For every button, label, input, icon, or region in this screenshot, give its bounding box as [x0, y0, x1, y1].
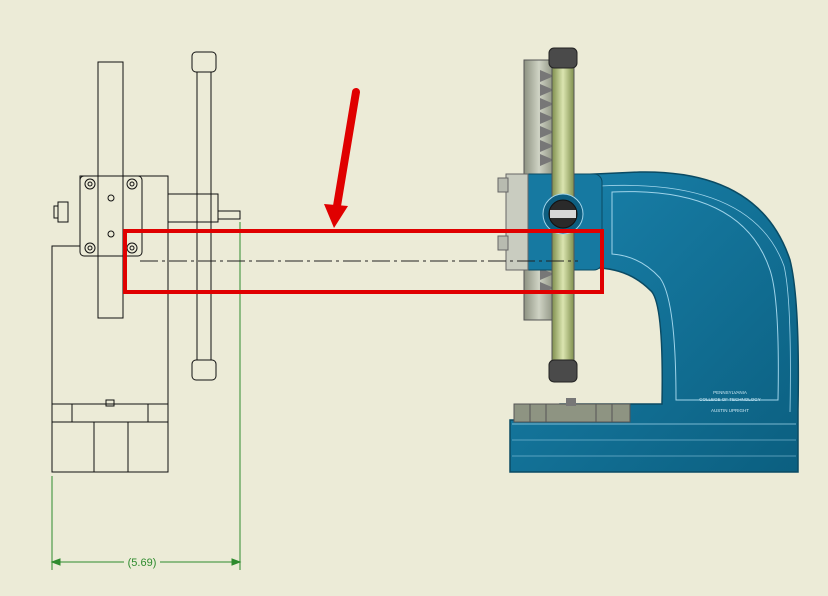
frame-inner-outline [611, 191, 779, 401]
handle-column [97, 61, 124, 319]
ram-top-cap [548, 47, 578, 69]
dimension-annotation[interactable] [50, 222, 242, 570]
ram-bottom-cap [548, 359, 578, 383]
lever-top-cap [191, 51, 217, 73]
press-label-line2: COLLEGE OF TECHNOLOGY [699, 397, 760, 402]
screw-hole [84, 242, 96, 254]
lever-bar [196, 71, 212, 361]
anvil-plate [513, 403, 631, 423]
arrow-icon [324, 88, 360, 228]
screw-hole [84, 178, 96, 190]
pinion-plate [79, 175, 143, 257]
head-side-plate [505, 173, 529, 271]
pinion-slot [550, 210, 576, 218]
screw-hole [126, 242, 138, 254]
dimension-arrow-right [231, 558, 242, 566]
dimension-label[interactable]: (5.69) [128, 557, 157, 569]
screw-hole [126, 178, 138, 190]
side-view-drawing[interactable] [51, 51, 241, 473]
side-knob [57, 201, 69, 223]
press-label-line1: PENNSYLVANIA [713, 390, 747, 395]
pin [217, 210, 241, 220]
press-label-line3: AUSTIN UPRIGHT [711, 408, 749, 413]
highlight-box[interactable] [123, 229, 604, 294]
housing-outline [51, 175, 219, 473]
lever-bottom-cap [191, 359, 217, 381]
arbor-press-render[interactable]: PENNSYLVANIA COLLEGE OF TECHNOLOGY AUSTI… [497, 47, 800, 473]
dimension-arrow-left [50, 558, 61, 566]
